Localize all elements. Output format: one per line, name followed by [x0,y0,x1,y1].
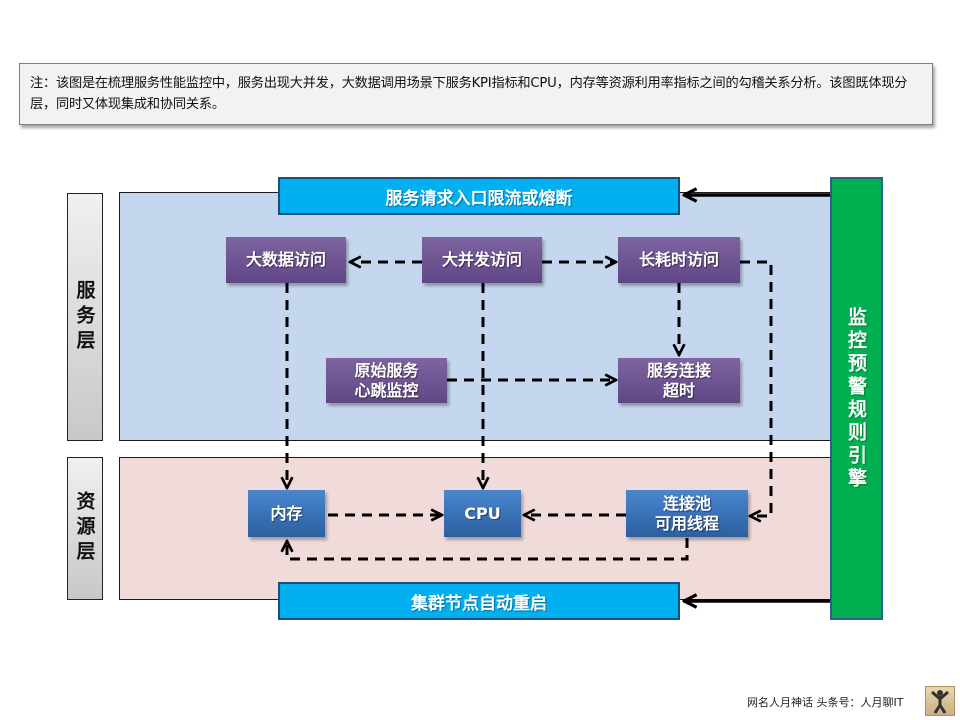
node-cpu: CPU [444,490,521,537]
node-memory: 内存 [248,490,325,537]
resource-layer-text: 资源层 [73,491,96,566]
resource-layer-label: 资源层 [67,457,103,600]
node-pool-text: 连接池 可用线程 [654,493,719,533]
monitoring-rule-engine: 监控预警规则引擎 [830,177,883,620]
top-banner-text: 服务请求入口限流或熔断 [385,188,573,209]
footer-text: 网名人月神话 头条号：人月聊IT [747,696,904,709]
node-connection-timeout: 服务连接 超时 [618,358,740,403]
note-text: 注：该图是在梳理服务性能监控中，服务出现大并发，大数据调用场景下服务KPI指标和… [30,76,908,112]
node-bigdata-text: 大数据访问 [245,250,326,269]
footer-credit: 网名人月神话 头条号：人月聊IT [747,694,903,710]
node-bigdata-access: 大数据访问 [226,237,346,283]
bottom-banner-text: 集群节点自动重启 [411,593,547,614]
bottom-banner-restart: 集群节点自动重启 [278,582,680,620]
engine-text: 监控预警规则引擎 [845,306,867,491]
node-longtime-access: 长耗时访问 [618,237,740,283]
node-cpu-text: CPU [464,503,501,523]
service-layer-panel [119,192,831,441]
person-figure-icon [925,686,955,716]
node-memory-text: 内存 [270,503,303,523]
top-banner-throttle: 服务请求入口限流或熔断 [278,177,680,215]
node-connection-pool: 连接池 可用线程 [626,490,748,537]
node-longtime-text: 长耗时访问 [638,250,719,269]
node-heartbeat-text: 原始服务 心跳监控 [354,360,419,400]
node-concurrent-access: 大并发访问 [422,237,542,283]
service-layer-text: 服务层 [73,279,96,355]
node-heartbeat-monitor: 原始服务 心跳监控 [326,358,447,403]
node-timeout-text: 服务连接 超时 [646,360,711,400]
note-box: 注：该图是在梳理服务性能监控中，服务出现大并发，大数据调用场景下服务KPI指标和… [19,63,933,125]
service-layer-label: 服务层 [67,193,103,441]
node-concurrent-text: 大并发访问 [441,250,522,269]
